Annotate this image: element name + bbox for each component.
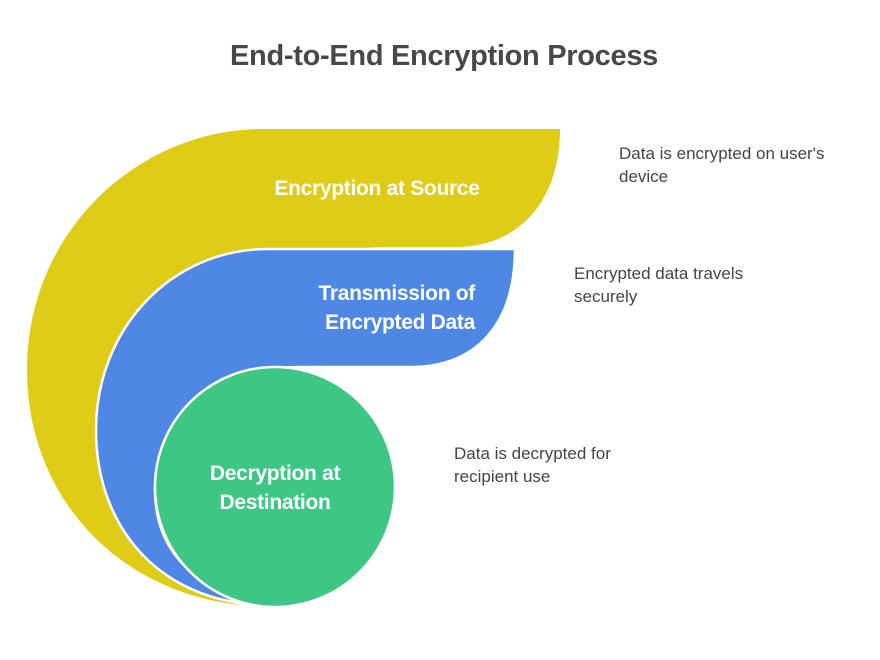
stage-2-description-line1: Encrypted data travels	[574, 264, 744, 283]
stage-1-description-line1: Data is encrypted on user's	[619, 144, 825, 163]
stage-2-description: Encrypted data travels securely	[574, 262, 743, 308]
diagram-title: End-to-End Encryption Process	[230, 40, 658, 72]
stage-3-label-line1: Decryption at	[209, 462, 341, 485]
stage-1-description: Data is encrypted on user's device	[619, 142, 824, 188]
stage-1-description-line2: device	[619, 167, 669, 186]
stage-3-label-line2: Destination	[219, 491, 331, 514]
stage-3-description: Data is decrypted for recipient use	[454, 442, 611, 488]
stage-3-description-line2: recipient use	[454, 467, 551, 486]
stage-3-label: Decryption at Destination	[165, 459, 385, 517]
stage-1-shape	[27, 129, 560, 605]
stage-2-label-line1: Transmission of	[318, 282, 475, 305]
stage-2-label-line2: Encrypted Data	[325, 311, 475, 334]
stage-3-shape	[153, 365, 397, 609]
stage-2-label: Transmission of Encrypted Data	[240, 279, 475, 337]
stage-1-label: Encryption at Source	[274, 177, 480, 200]
stage-2-description-line2: securely	[574, 287, 638, 306]
stage-3-description-line1: Data is decrypted for	[454, 444, 611, 463]
